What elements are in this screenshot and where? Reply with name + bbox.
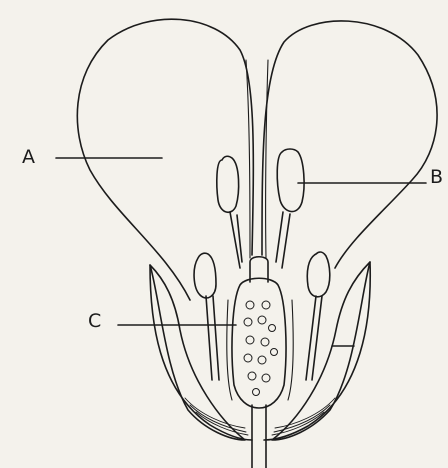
stamen-inner-right (276, 149, 304, 268)
petal-vein-right (266, 60, 268, 258)
label-b: B (430, 168, 443, 187)
ovary (232, 278, 286, 408)
label-c: C (88, 312, 101, 331)
filament-inner-right (288, 300, 293, 400)
ovules (244, 301, 278, 396)
stamen-outer-right (306, 252, 330, 380)
stamen-outer-left (194, 253, 219, 380)
stamen-inner-left (217, 156, 242, 268)
receptacle-shading (185, 398, 335, 435)
label-a: A (22, 148, 35, 167)
left-petal (77, 19, 253, 300)
